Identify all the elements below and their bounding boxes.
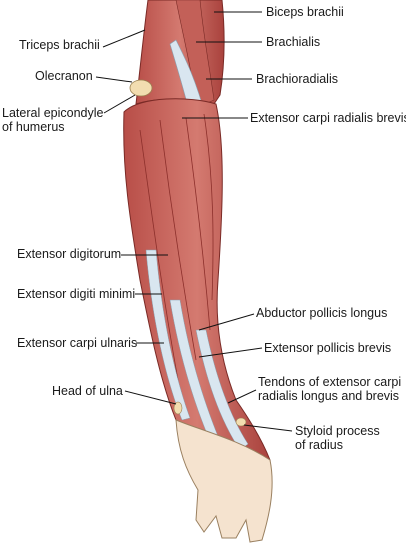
olecranon-bone <box>129 79 153 97</box>
leader-line <box>198 347 263 358</box>
leader-line <box>103 94 136 114</box>
leader-line <box>227 389 257 404</box>
label-styloid-2: of radius <box>295 438 343 452</box>
muscle-line <box>139 129 179 381</box>
label-lateral-epicondyle-1: Lateral epicondyle <box>2 106 104 120</box>
leader-line <box>243 424 293 432</box>
leader-line <box>95 76 133 83</box>
label-extensor-digiti-minimi: Extensor digiti minimi <box>17 287 136 301</box>
tendon-band <box>195 329 249 451</box>
label-extensor-digitorum: Extensor digitorum <box>17 247 122 261</box>
leader-line <box>102 29 146 48</box>
tendon-band <box>145 249 191 421</box>
label-tendons-ecr-1: Tendons of extensor carpi <box>258 375 402 389</box>
ulna-head <box>173 401 183 415</box>
label-triceps-brachii: Triceps brachii <box>19 38 100 52</box>
label-tendons-ecr-2: radialis longus and brevis <box>258 389 400 403</box>
label-biceps-brachii: Biceps brachii <box>266 5 344 19</box>
leader-line <box>124 390 177 405</box>
label-abductor-pollicis-longus: Abductor pollicis longus <box>256 306 388 320</box>
label-brachialis: Brachialis <box>266 35 321 49</box>
brachialis-shape <box>175 0 215 109</box>
label-head-of-ulna: Head of ulna <box>52 384 123 398</box>
muscle-line <box>185 117 211 331</box>
label-styloid-1: Styloid process <box>295 424 380 438</box>
label-extensor-pollicis-brevis: Extensor pollicis brevis <box>264 341 392 355</box>
label-extensor-carpi-ulnaris: Extensor carpi ulnaris <box>17 336 138 350</box>
label-extensor-carpi-radialis-brevis: Extensor carpi radialis brevis <box>250 111 406 125</box>
radius-styloid <box>235 417 247 427</box>
label-olecranon: Olecranon <box>35 69 93 83</box>
leader-line <box>198 313 255 331</box>
muscle-line <box>159 119 197 361</box>
forearm-shape <box>123 98 271 471</box>
label-lateral-epicondyle-2: of humerus <box>2 120 65 134</box>
label-brachioradialis: Brachioradialis <box>256 72 338 86</box>
muscle-line <box>203 113 214 301</box>
hand-shape <box>175 419 273 543</box>
